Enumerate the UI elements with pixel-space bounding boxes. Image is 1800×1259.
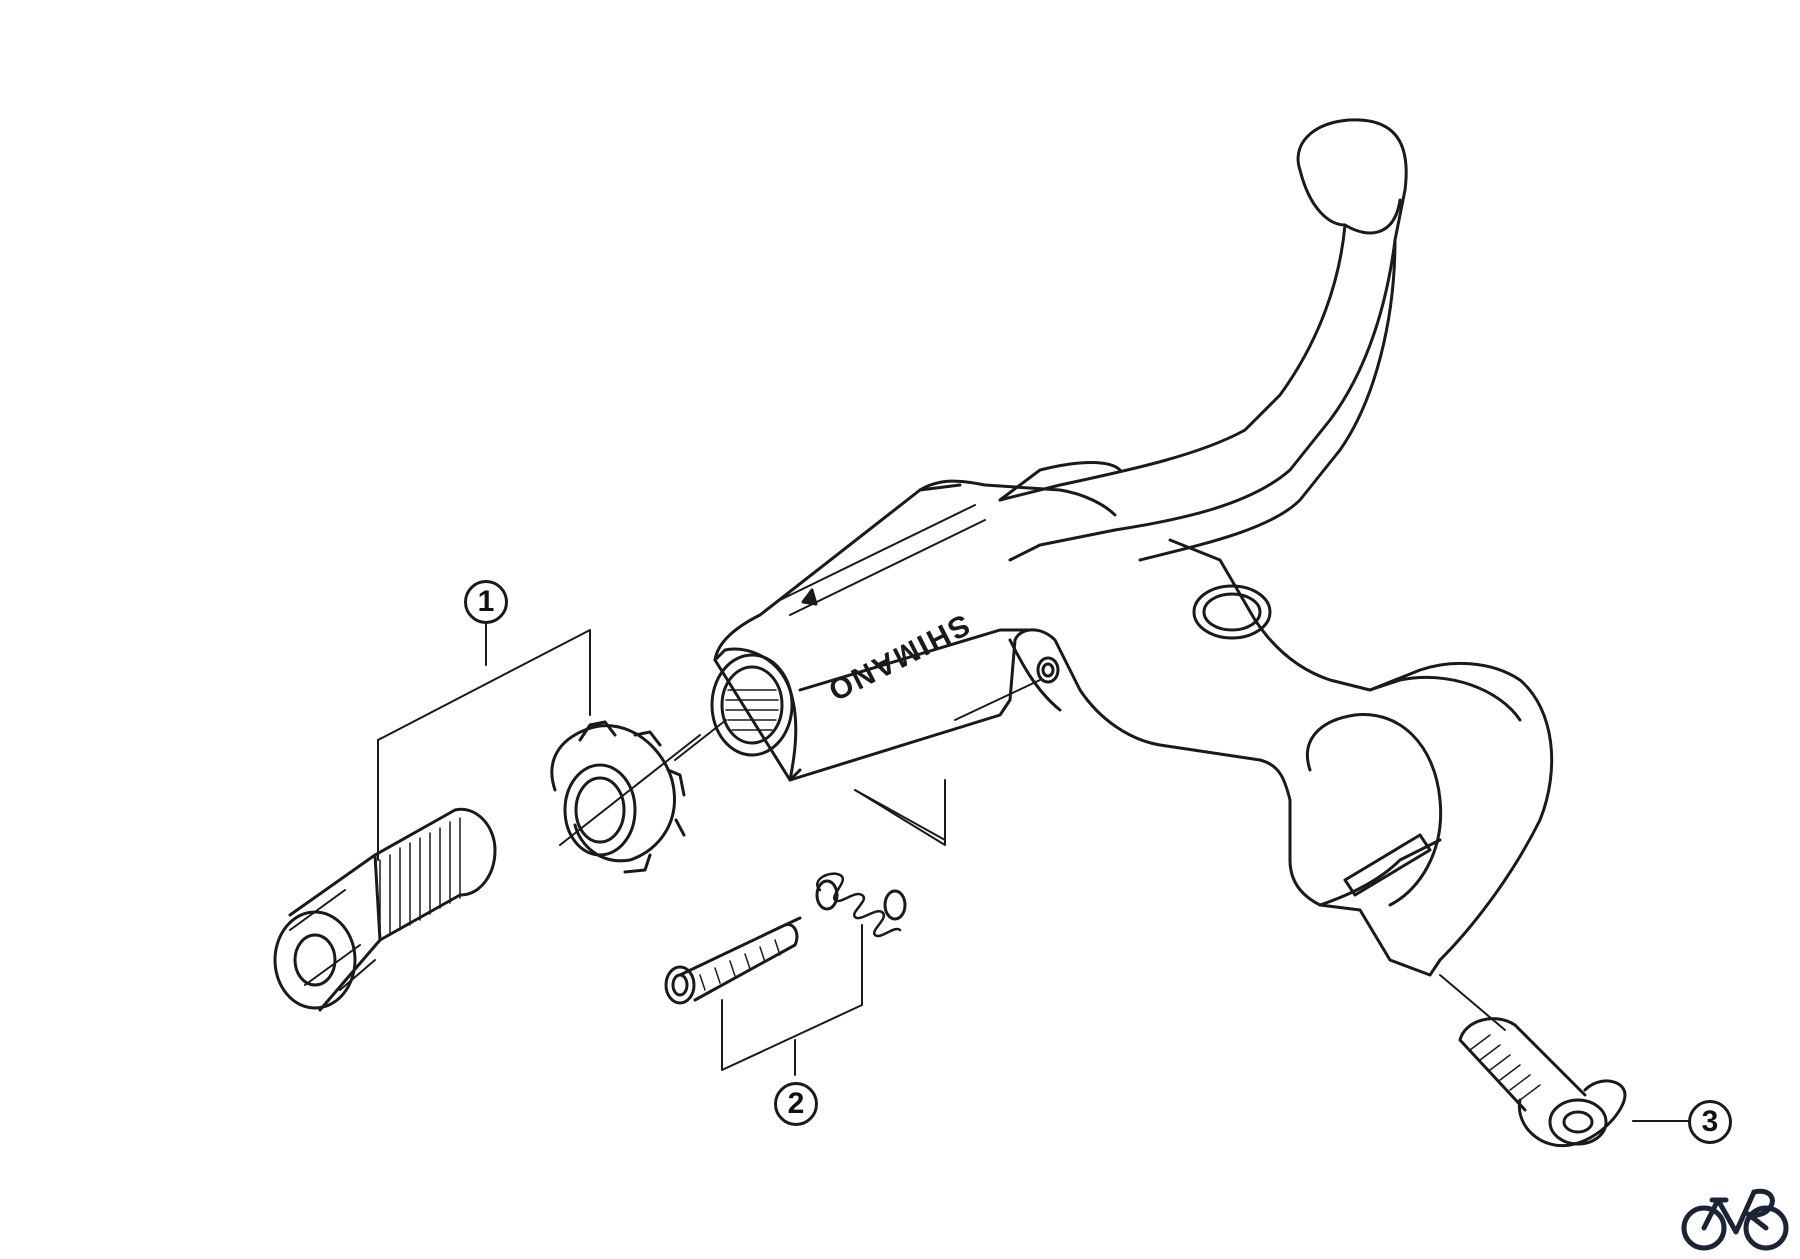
callout-1-bracket xyxy=(377,621,591,861)
lock-nut xyxy=(550,720,686,874)
callout-2[interactable]: 2 xyxy=(774,1082,818,1126)
lever-body xyxy=(710,479,1554,977)
callout-2-bracket xyxy=(721,779,946,1076)
adjusting-bolt xyxy=(273,807,497,1012)
spring xyxy=(815,872,907,938)
bicycle-logo-icon xyxy=(1681,1188,1789,1251)
callout-1[interactable]: 1 xyxy=(464,580,508,624)
adjust-screw xyxy=(664,916,802,1005)
clamp-bolt xyxy=(1458,1017,1627,1148)
lever-blade xyxy=(998,118,1408,562)
guide-lines xyxy=(559,679,1506,1031)
callout-3[interactable]: 3 xyxy=(1688,1100,1732,1144)
